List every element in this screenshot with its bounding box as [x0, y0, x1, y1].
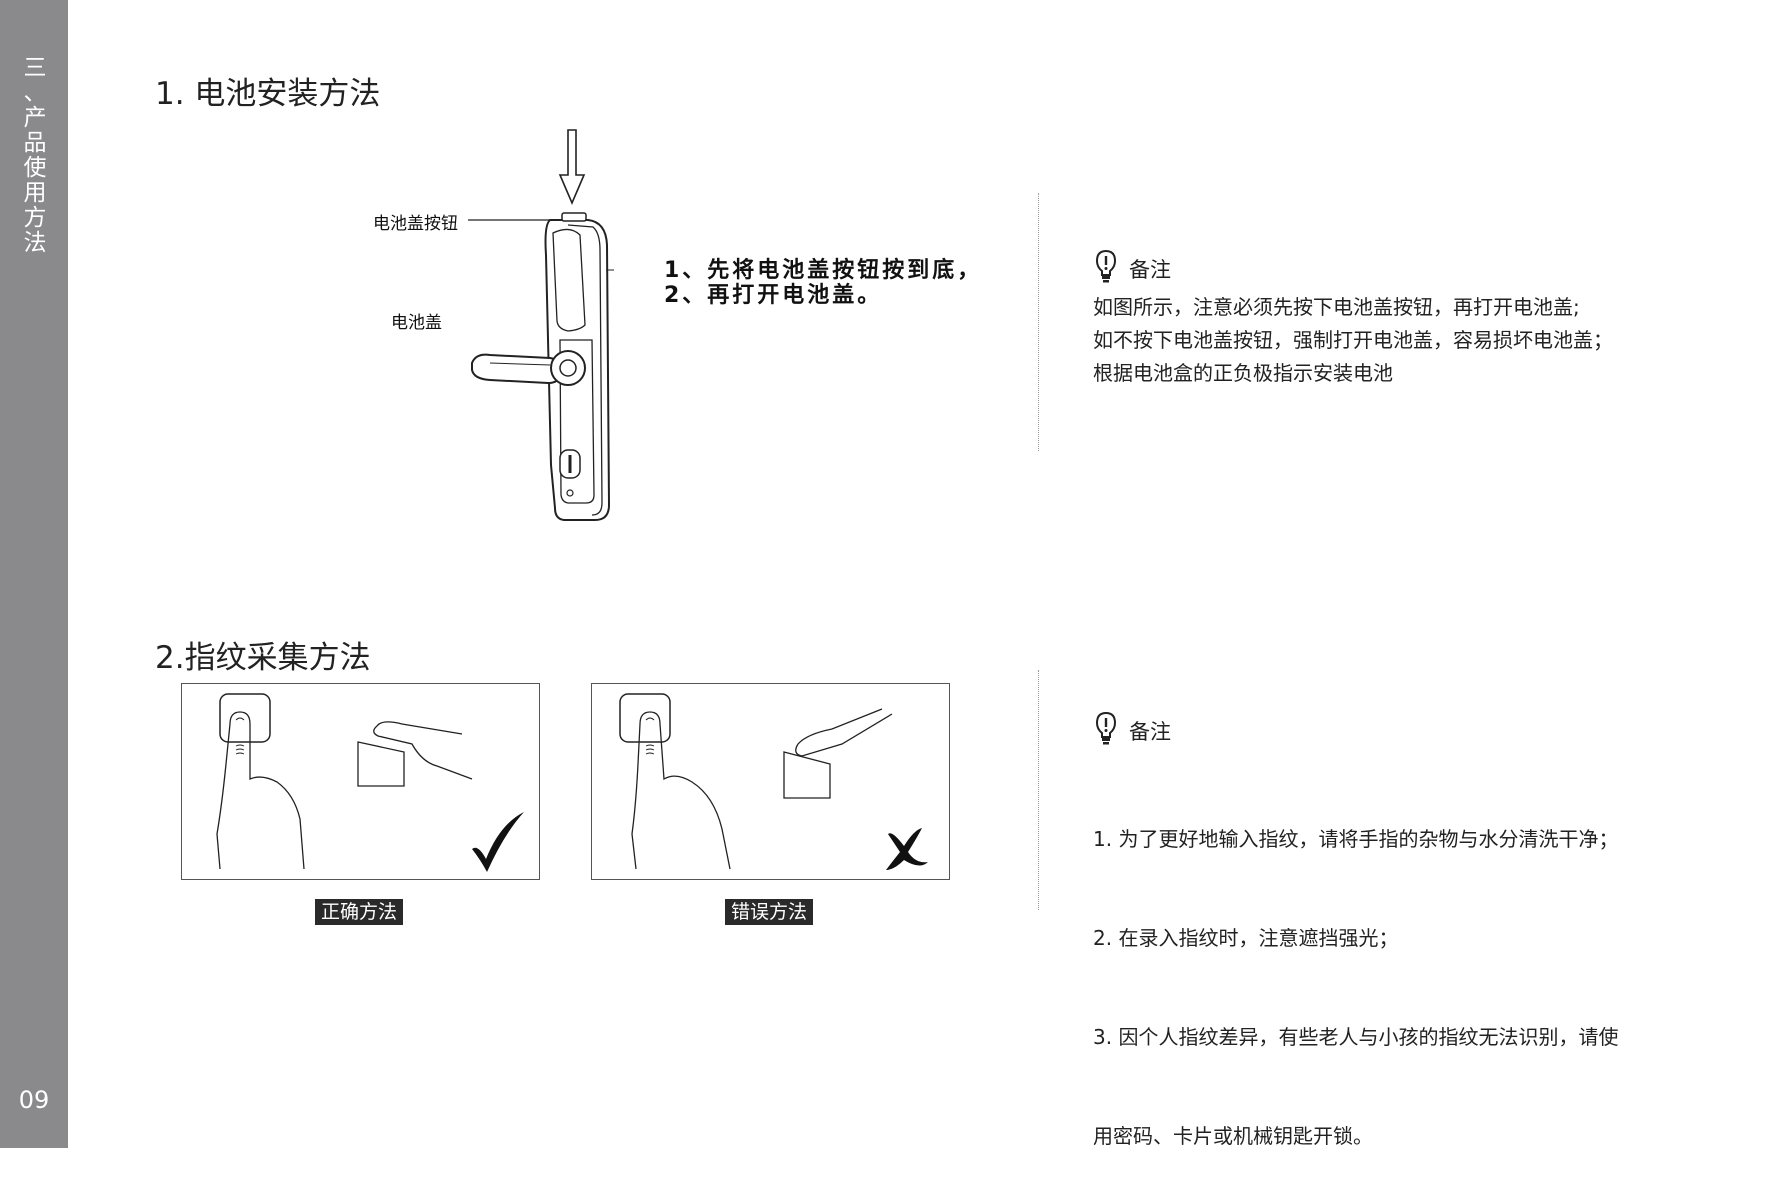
note-line: 3. 因个人指纹差异，有些老人与小孩的指纹无法识别，请使: [1093, 1025, 1619, 1049]
fingerprint-note-title: 备注: [1129, 720, 1171, 744]
battery-note-title: 备注: [1129, 258, 1171, 282]
battery-step: 2、再打开电池盖。: [664, 283, 883, 308]
correct-method-figure: [181, 683, 540, 880]
sidebar: 三 、 产 品 使 用 方 法 09: [0, 0, 68, 1148]
note-line: 根据电池盒的正负极指示安装电池: [1093, 361, 1393, 385]
check-icon: [472, 812, 524, 872]
wrong-method-figure: [591, 683, 950, 880]
battery-cover-label: 电池盖: [391, 313, 442, 333]
dotted-divider: [1038, 670, 1039, 910]
finger-on-sensor-correct: [216, 693, 524, 872]
finger-on-sensor-wrong: [619, 693, 928, 870]
correct-method-caption: 正确方法: [315, 899, 404, 925]
page-number: 09: [18, 1086, 50, 1114]
lock-battery-illustration: [468, 129, 614, 521]
section-title-char: 法: [23, 230, 47, 256]
wrong-method-caption: 错误方法: [725, 899, 814, 925]
note-line: 1. 为了更好地输入指纹，请将手指的杂物与水分清洗干净；: [1093, 827, 1619, 851]
section-title-char: 三: [23, 55, 47, 81]
battery-cover-button-label: 电池盖按钮: [373, 214, 458, 234]
battery-section-title: 1. 电池安装方法: [155, 76, 381, 112]
battery-note-text: 如图所示，注意必须先按下电池盖按钮，再打开电池盖; 如不按下电池盖按钮，强制打开…: [1093, 291, 1613, 390]
section-title-char: 用: [23, 180, 47, 206]
note-line: 用密码、卡片或机械钥匙开锁。: [1093, 1124, 1373, 1148]
section-title-char: 品: [23, 130, 47, 156]
section-title-char: 产: [23, 105, 47, 131]
dotted-divider: [1038, 193, 1039, 451]
section-title-char: 使: [23, 155, 47, 181]
section-title-char: 方: [23, 205, 47, 231]
section-title: 三 、 产 品 使 用 方 法: [20, 56, 50, 256]
lightbulb-icon: [1095, 249, 1117, 283]
section-title-char: 、: [23, 80, 47, 106]
press-arrow-icon: [558, 129, 586, 206]
note-line: 如图所示，注意必须先按下电池盖按钮，再打开电池盖;: [1093, 295, 1580, 319]
fingerprint-note-heading: 备注: [1093, 710, 1171, 746]
lightbulb-icon: [1095, 711, 1117, 745]
cross-icon: [886, 828, 928, 870]
battery-step: 1、先将电池盖按钮按到底，: [664, 258, 983, 283]
note-line: 2. 在录入指纹时，注意遮挡强光；: [1093, 926, 1399, 950]
battery-steps: 1、先将电池盖按钮按到底， 2、再打开电池盖。: [664, 258, 982, 308]
note-line: 如不按下电池盖按钮，强制打开电池盖，容易损坏电池盖；: [1093, 328, 1613, 352]
fingerprint-note-text: 1. 为了更好地输入指纹，请将手指的杂物与水分清洗干净； 2. 在录入指纹时，注…: [1093, 757, 1618, 1186]
fingerprint-section-title: 2.指纹采集方法: [155, 640, 371, 676]
battery-note-heading: 备注: [1093, 248, 1171, 284]
